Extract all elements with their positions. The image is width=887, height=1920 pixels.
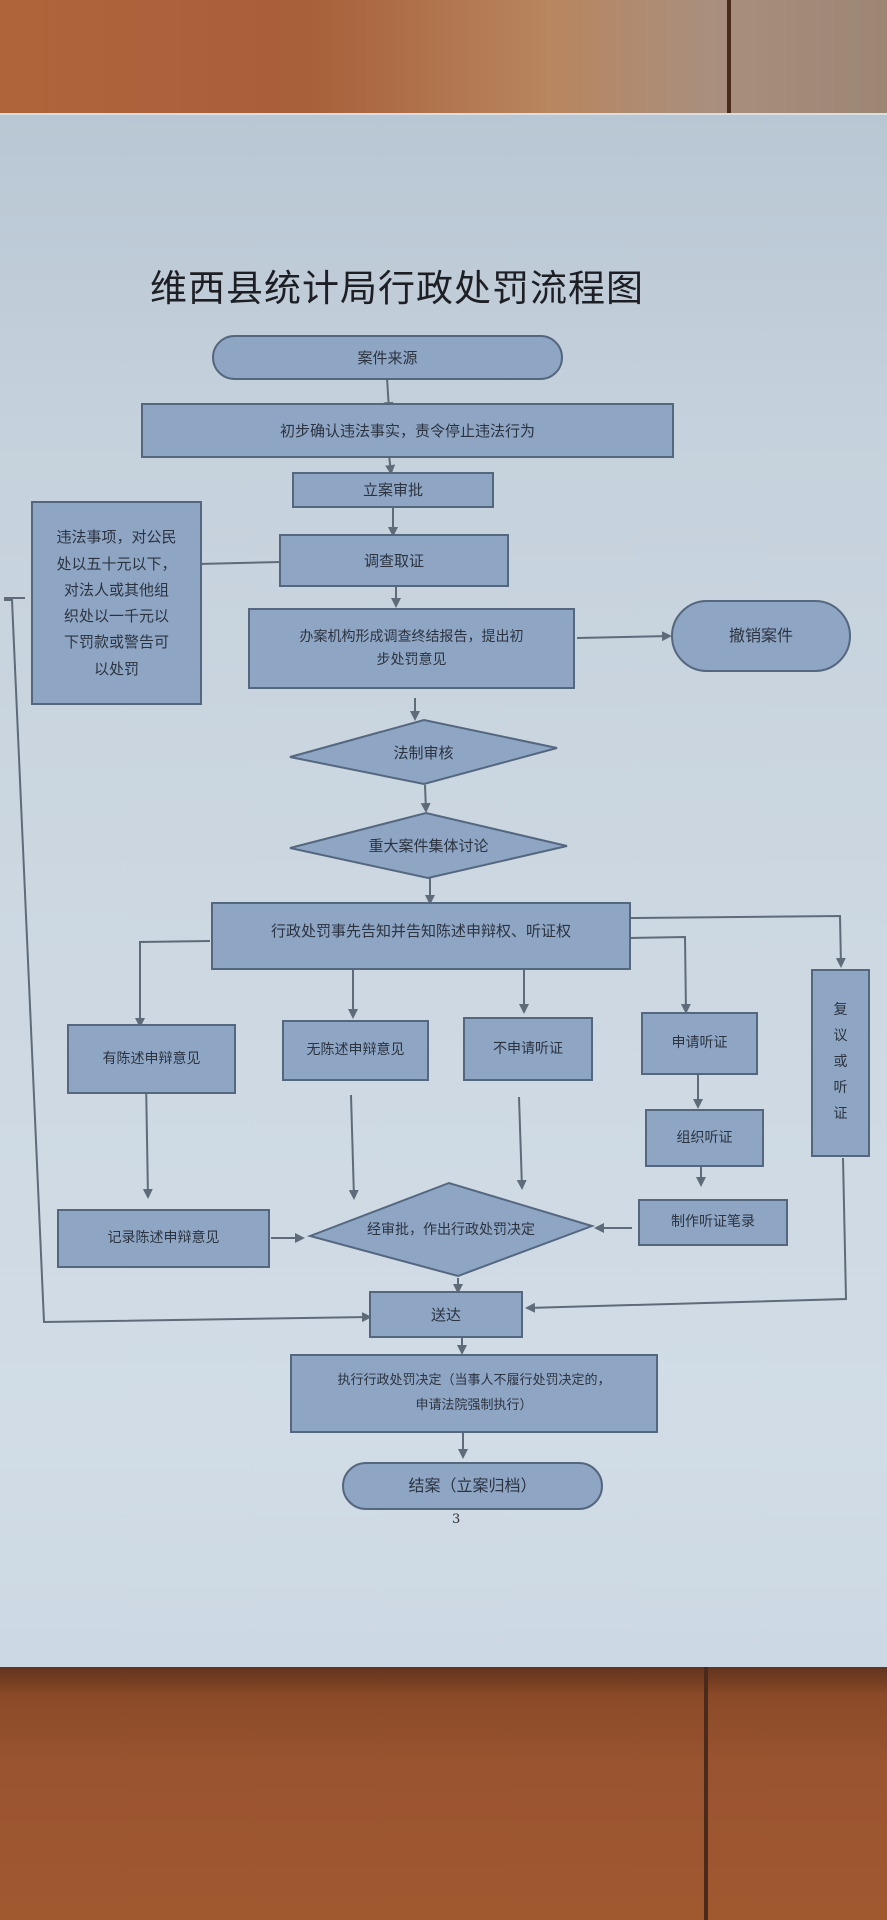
node-summary-procedure xyxy=(31,501,202,705)
edge-summary-to-delivery xyxy=(4,597,372,1324)
wood-seam-top xyxy=(727,0,731,113)
node-legal-review xyxy=(289,718,558,786)
wood-seam-bottom xyxy=(704,1665,708,1920)
edge-notice-to-has-statement xyxy=(135,940,211,1028)
page-number: 3 xyxy=(452,1512,461,1527)
node-close-case xyxy=(342,1462,603,1510)
node-no-statement xyxy=(282,1020,429,1081)
node-prior-notice xyxy=(211,902,631,970)
wooden-table-bottom xyxy=(0,1665,887,1920)
edge-has-statement-to-record xyxy=(142,1079,153,1199)
node-preliminary-confirm xyxy=(141,403,674,458)
edge-summary-to-investigation xyxy=(197,561,281,565)
edge-notice-to-reconsideration xyxy=(629,914,846,968)
node-has-statement xyxy=(67,1024,236,1094)
node-investigation xyxy=(279,534,509,587)
node-reconsideration xyxy=(811,969,870,1157)
edge-no-statement-to-decision xyxy=(348,1094,359,1200)
node-request-hearing xyxy=(641,1012,758,1075)
edge-no-hearing-to-decision xyxy=(516,1096,527,1190)
node-filing-approval xyxy=(292,472,494,508)
node-record-statement xyxy=(57,1209,270,1268)
node-hearing-transcript xyxy=(638,1199,788,1246)
node-collective-discussion xyxy=(289,811,568,880)
document-title: 维西县统计局行政处罚流程图 xyxy=(150,267,644,310)
node-case-source xyxy=(212,335,563,380)
edge-reconsideration-to-delivery xyxy=(525,1157,848,1313)
edge-review-to-discussion xyxy=(420,784,431,813)
node-investigation-report xyxy=(248,608,575,689)
node-delivery xyxy=(369,1291,523,1338)
node-no-hearing-request xyxy=(463,1017,593,1081)
node-organize-hearing xyxy=(645,1109,764,1167)
edge-notice-to-request-hearing xyxy=(629,935,691,1014)
node-execute-decision xyxy=(290,1354,658,1433)
node-decision xyxy=(306,1181,596,1278)
node-revoke-case xyxy=(671,600,851,672)
edge-report-to-revoke xyxy=(576,631,672,642)
